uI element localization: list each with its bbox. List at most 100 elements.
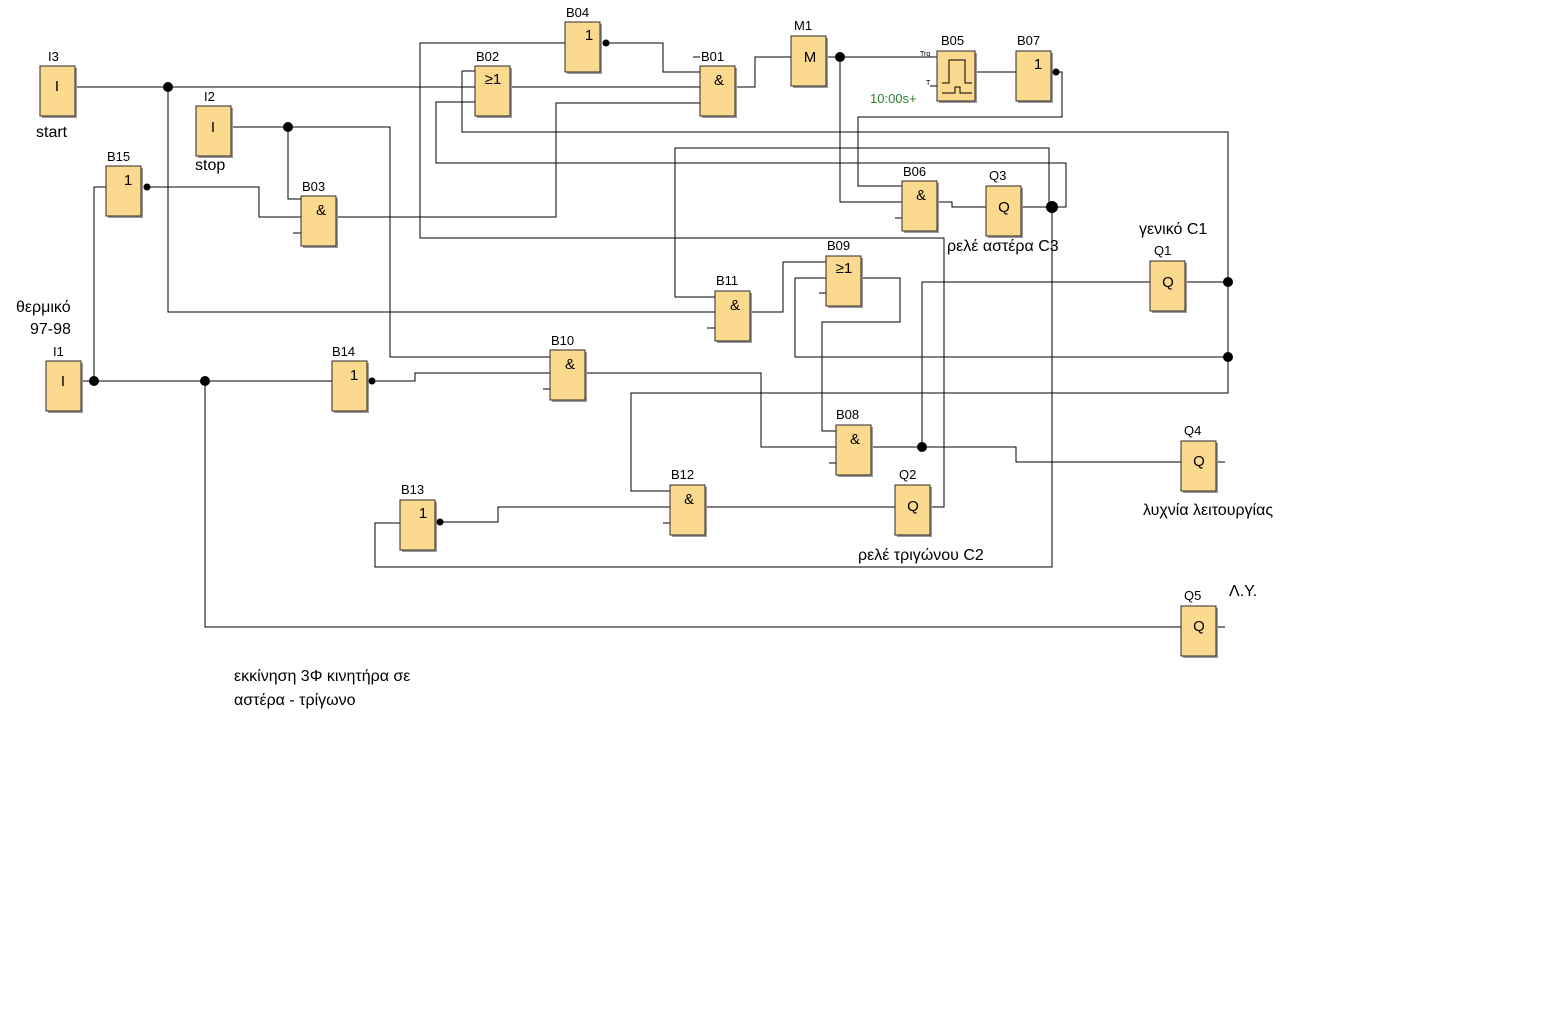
block-Q4[interactable]: Q Q4 [1180, 423, 1218, 493]
junction-dot [917, 442, 927, 452]
negation-dot [1052, 68, 1060, 76]
block-B01[interactable]: & B01 [699, 49, 737, 118]
timer-pulse-icon [942, 59, 972, 84]
block-B02[interactable]: ≥1 B02 [474, 49, 512, 118]
caption-line-2: αστέρα - τρίγωνο [234, 692, 356, 709]
block-B11[interactable]: & B11 [714, 273, 752, 343]
block-B04[interactable]: 1 B04 [564, 5, 610, 74]
block-symbol: ≥1 [485, 71, 502, 88]
timer-output-icon [942, 86, 972, 94]
junction-dot [89, 376, 99, 386]
block-label: B07 [1017, 33, 1040, 48]
block-B10[interactable]: & B10 [549, 333, 587, 402]
note-start: start [36, 124, 68, 141]
note-stop: stop [195, 157, 225, 174]
block-label: B03 [302, 179, 325, 194]
block-label: Q1 [1154, 243, 1171, 258]
block-B15[interactable]: 1 B15 [105, 149, 151, 218]
block-symbol: ≥1 [836, 260, 853, 277]
junction-dot [163, 82, 173, 92]
block-I1[interactable]: I I1 [45, 344, 83, 413]
note-general-c1: γενικό C1 [1139, 221, 1207, 238]
block-label: B15 [107, 149, 130, 164]
note-run-lamp: λυχνία λειτουργίας [1143, 502, 1273, 519]
block-symbol: 1 [124, 172, 132, 189]
note-star-relay: ρελέ αστέρα C3 [947, 238, 1059, 255]
block-symbol: 1 [585, 27, 593, 44]
note-thermal-2: 97-98 [30, 321, 71, 338]
block-symbol: I [211, 119, 215, 136]
block-B12[interactable]: & B12 [669, 467, 707, 537]
block-symbol: & [730, 297, 740, 314]
block-Q3[interactable]: Q Q3 [985, 168, 1023, 238]
block-label: B08 [836, 407, 859, 422]
block-I3[interactable]: I I3 [39, 49, 77, 118]
note-thermal-1: θερμικό [16, 299, 71, 316]
junctions [89, 52, 1233, 452]
block-Q2[interactable]: Q Q2 [894, 467, 932, 537]
block-label: I1 [53, 344, 64, 359]
junction-dot [200, 376, 210, 386]
block-label: B12 [671, 467, 694, 482]
block-Q1[interactable]: Q Q1 [1149, 243, 1187, 313]
trigger-input-label: Trg [920, 51, 930, 58]
negation-dot [602, 39, 610, 47]
block-label: Q3 [989, 168, 1006, 183]
block-symbol: Q [1193, 453, 1205, 470]
block-label: B10 [551, 333, 574, 348]
junction-dot [1046, 201, 1058, 213]
block-symbol: & [316, 202, 326, 219]
block-symbol: Q [998, 199, 1010, 216]
block-B05[interactable]: Trg T B05 [920, 33, 977, 103]
block-symbol: & [916, 187, 926, 204]
junction-dot [1223, 352, 1233, 362]
block-B14[interactable]: 1 B14 [331, 344, 376, 413]
block-label: I3 [48, 49, 59, 64]
negation-dot [368, 377, 376, 385]
block-label: Q2 [899, 467, 916, 482]
block-label: B01 [701, 49, 724, 64]
block-B13[interactable]: 1 B13 [399, 482, 444, 552]
block-label: B02 [476, 49, 499, 64]
time-input-label: T [926, 80, 931, 87]
block-symbol: 1 [419, 505, 427, 522]
block-symbol: 1 [1034, 56, 1042, 73]
timer-parameter: 10:00s+ [870, 91, 917, 106]
block-B08[interactable]: & B08 [835, 407, 873, 477]
block-symbol: 1 [350, 367, 358, 384]
block-label: B13 [401, 482, 424, 497]
block-Q5[interactable]: Q Q5 [1180, 588, 1218, 658]
block-label: I2 [204, 89, 215, 104]
block-B06[interactable]: & B06 [901, 164, 939, 233]
block-symbol: Q [1162, 274, 1174, 291]
block-label: B09 [827, 238, 850, 253]
block-label: M1 [794, 18, 812, 33]
block-label: Q4 [1184, 423, 1201, 438]
block-label: B04 [566, 5, 589, 20]
block-symbol: I [61, 373, 65, 390]
caption-line-1: εκκίνηση 3Φ κινητήρα σε [234, 668, 410, 685]
block-symbol: & [684, 491, 694, 508]
block-symbol: & [714, 72, 724, 89]
block-label: Q5 [1184, 588, 1201, 603]
block-symbol: & [565, 356, 575, 373]
block-label: B14 [332, 344, 355, 359]
block-B07[interactable]: 1 B07 [1015, 33, 1060, 103]
block-symbol: Q [1193, 618, 1205, 635]
negation-dot [436, 518, 444, 526]
block-B09[interactable]: ≥1 B09 [825, 238, 863, 308]
note-delta-relay: ρελέ τριγώνου C2 [858, 547, 984, 564]
wires [75, 42, 1229, 628]
junction-dot [1223, 277, 1233, 287]
block-B03[interactable]: & B03 [300, 179, 338, 248]
block-symbol: Q [907, 498, 919, 515]
block-label: B06 [903, 164, 926, 179]
block-I2[interactable]: I I2 [195, 89, 233, 158]
note-ly: Λ.Υ. [1229, 583, 1257, 600]
block-symbol: I [55, 78, 59, 95]
block-symbol: M [804, 49, 817, 66]
block-M1[interactable]: M M1 [790, 18, 828, 88]
block-label: B05 [941, 33, 964, 48]
negation-dot [143, 183, 151, 191]
